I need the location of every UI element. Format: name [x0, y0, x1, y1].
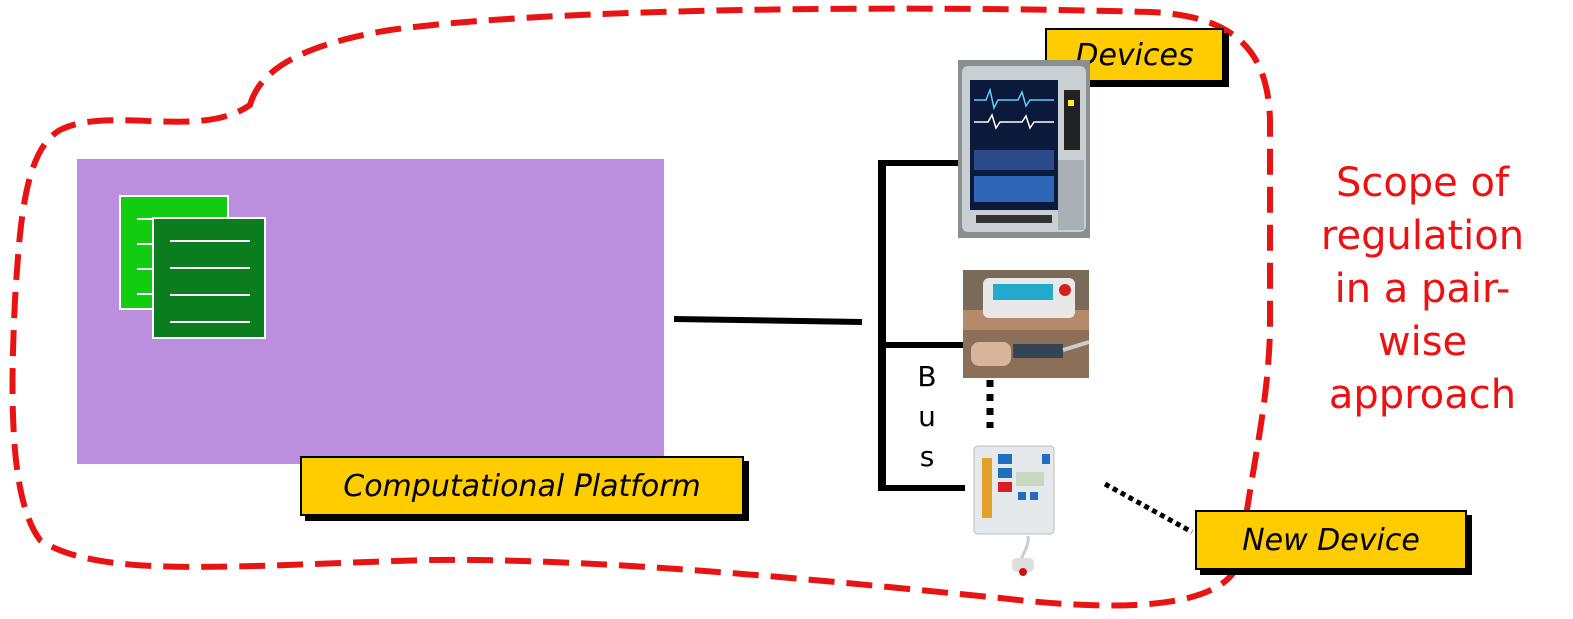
patient-monitor-photo	[958, 60, 1090, 238]
scope-text-line: regulation	[1320, 213, 1525, 259]
scope-text-line: approach	[1328, 372, 1517, 418]
pca-pump-photo	[968, 440, 1060, 580]
new-device-label-text: New Device	[1242, 522, 1420, 558]
computational-platform-box	[77, 159, 664, 464]
scope-of-regulation-text: Scope of regulation in a pair- wise appr…	[1285, 157, 1560, 422]
new-device-link	[1103, 481, 1194, 535]
stacked-documents-icon	[119, 195, 266, 339]
scope-text-line: wise	[1377, 319, 1468, 365]
bus-letter: s	[919, 440, 935, 473]
devices-label: Devices	[1045, 28, 1224, 82]
bus-letter: u	[918, 400, 936, 433]
scope-boundary	[9, 5, 1273, 609]
pulse-oximeter-photo	[963, 270, 1089, 378]
scope-text-line: Scope of	[1335, 160, 1510, 206]
devices-label-text: Devices	[1075, 37, 1194, 73]
platform-label-text: Computational Platform	[343, 468, 701, 504]
platform-connection-line	[673, 316, 863, 325]
platform-label: Computational Platform	[300, 456, 744, 516]
scope-text-line: in a pair-	[1334, 266, 1511, 312]
new-device-label: New Device	[1195, 510, 1467, 570]
bus-letter: B	[917, 360, 937, 393]
